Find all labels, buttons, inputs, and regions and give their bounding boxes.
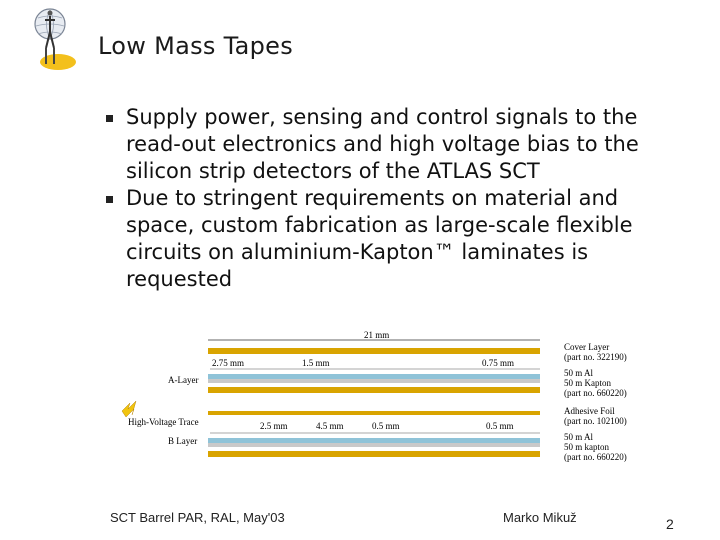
adhesive-foil	[208, 411, 540, 415]
a-layer-metal	[208, 379, 540, 383]
a-dim-2: 1.5 mm	[302, 358, 330, 368]
kapton-b-label: 50 m kapton	[564, 442, 609, 452]
kapton-a-layer	[208, 387, 540, 393]
width-label: 21 mm	[364, 330, 389, 340]
bullet-text: Due to stringent requirements on materia…	[126, 186, 633, 291]
bullet-item: Supply power, sensing and control signal…	[106, 104, 688, 185]
b-layer-metal	[208, 443, 540, 447]
cover-part-label: (part no. 322190)	[564, 352, 627, 362]
a-dim-3: 0.75 mm	[482, 358, 514, 368]
a-layer-label: A-Layer	[168, 375, 198, 385]
page-number: 2	[666, 516, 674, 532]
b-dim-3: 0.5 mm	[372, 421, 400, 431]
kapton-a-label: 50 m Kapton	[564, 378, 611, 388]
hv-trace-label: High-Voltage Trace	[128, 417, 199, 427]
part-b-label: (part no. 660220)	[564, 452, 627, 462]
a-layer-traces	[208, 374, 540, 379]
adhesive-label: Adhesive Foil	[564, 406, 615, 416]
square-bullet-icon	[106, 115, 113, 122]
al-b-label: 50 m Al	[564, 432, 594, 442]
part-a-label: (part no. 660220)	[564, 388, 627, 398]
footer-venue: SCT Barrel PAR, RAL, May'03	[110, 510, 285, 525]
b-layer-label: B Layer	[168, 436, 197, 446]
cover-layer	[208, 348, 540, 354]
bullet-item: Due to stringent requirements on materia…	[106, 185, 688, 293]
kapton-b-layer	[208, 451, 540, 457]
cover-layer-label: Cover Layer	[564, 342, 609, 352]
b-dim-4: 0.5 mm	[486, 421, 514, 431]
a-dim-1: 2.75 mm	[212, 358, 244, 368]
b-dim-1: 2.5 mm	[260, 421, 288, 431]
lightning-icon	[121, 400, 137, 418]
b-dim-2: 4.5 mm	[316, 421, 344, 431]
bullet-text: Supply power, sensing and control signal…	[126, 105, 639, 183]
b-layer-traces	[208, 438, 540, 443]
al-a-label: 50 m Al	[564, 368, 594, 378]
footer-author: Marko Mikuž	[503, 510, 577, 525]
slide-title: Low Mass Tapes	[98, 32, 294, 60]
adhesive-part-label: (part no. 102100)	[564, 416, 627, 426]
bullet-list: Supply power, sensing and control signal…	[106, 104, 688, 293]
globe-figure-logo	[34, 8, 76, 70]
square-bullet-icon	[106, 196, 113, 203]
tape-cross-section-figure: 21 mm 2.75 mm 1.5 mm 0.75 mm 2.5 mm 4.5 …	[121, 330, 627, 462]
